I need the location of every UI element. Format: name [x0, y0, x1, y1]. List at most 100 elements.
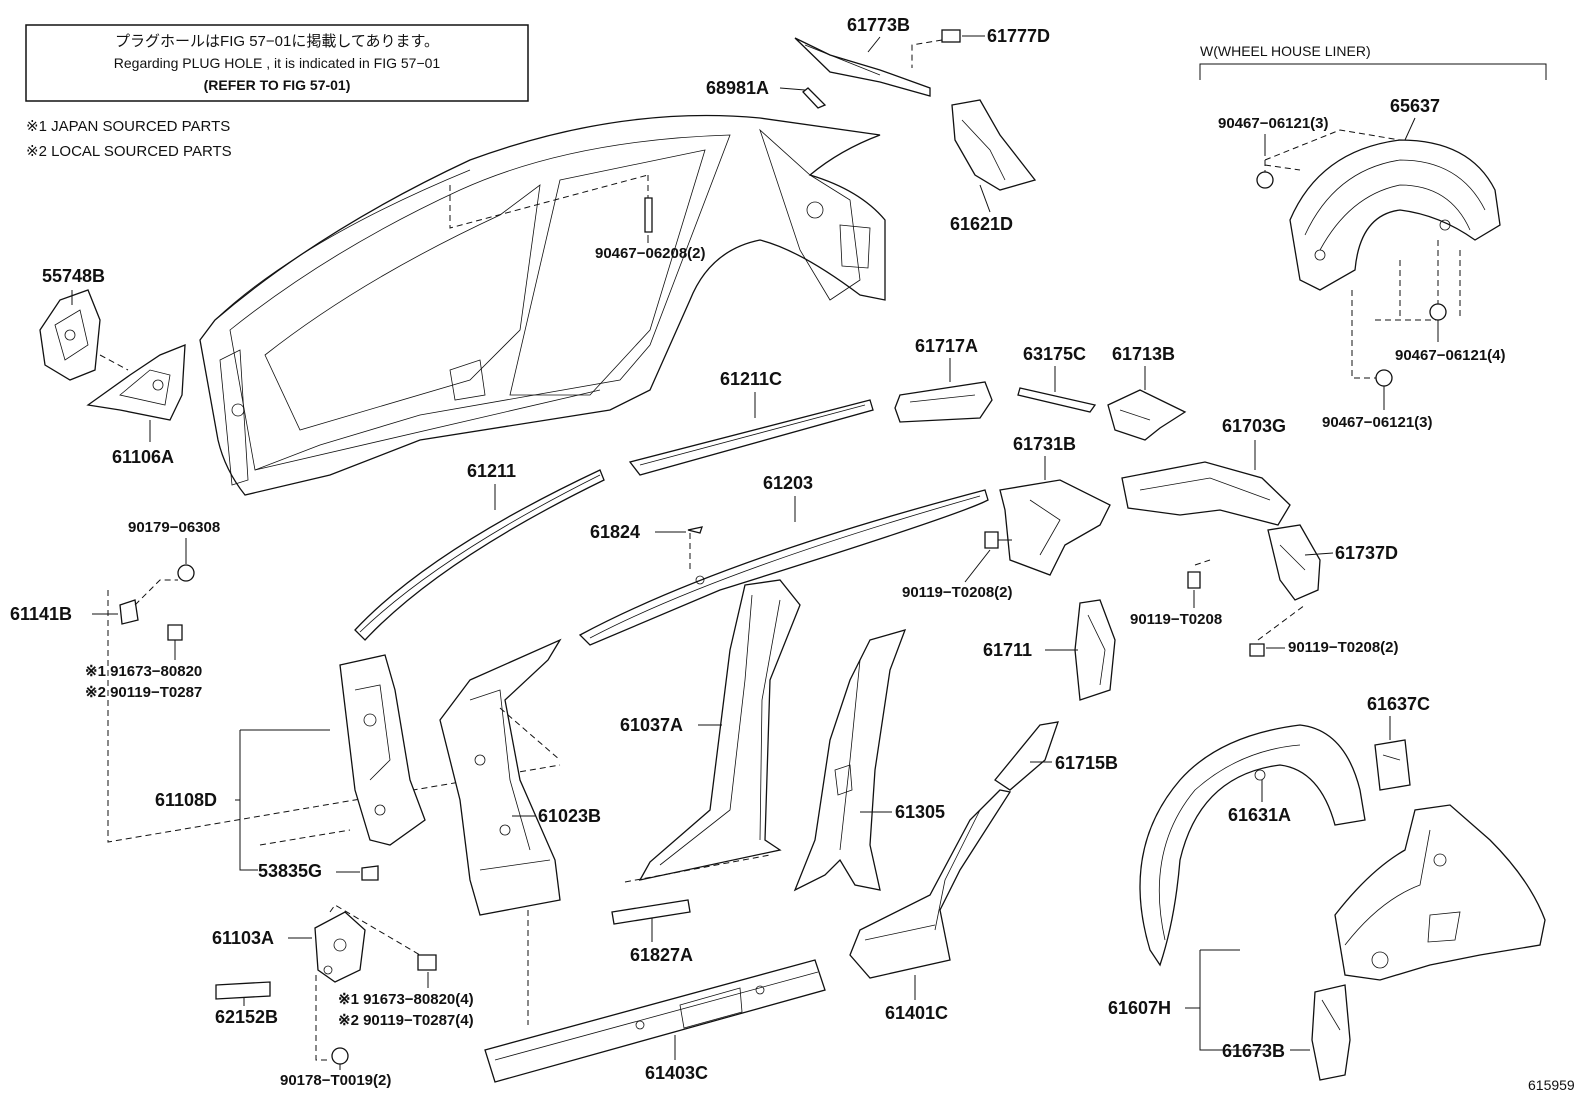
part-61621d-drawing: [951, 99, 1037, 191]
part-61827a-drawing: [611, 899, 691, 925]
label-68981a: 68981A: [706, 78, 769, 98]
label-61037a: 61037A: [620, 715, 683, 735]
label-61401c: 61401C: [885, 1003, 948, 1023]
legend-local-sourced: ※2 LOCAL SOURCED PARTS: [26, 143, 232, 160]
leader-61108d-bracket: [235, 729, 330, 871]
label-61106a: 61106A: [112, 447, 174, 467]
label-61703g: 61703G: [1222, 416, 1286, 436]
part-61777d-drawing: [941, 29, 961, 43]
part-61731b-drawing: [999, 479, 1111, 576]
label-90467-06208: 90467−06208(2): [595, 245, 706, 262]
label-61711: 61711: [983, 640, 1032, 660]
label-61023b: 61023B: [538, 806, 601, 826]
part-90467-06121-nut-drawing: [1256, 171, 1274, 189]
part-90179-06308-drawing: [177, 564, 195, 582]
part-61703g-drawing: [1121, 461, 1291, 526]
notice-line-2: Regarding PLUG HOLE , it is indicated in…: [114, 55, 441, 71]
label-90119-t0287: ※2 90119−T0287: [85, 684, 202, 701]
leader-61773b: [867, 36, 881, 53]
part-90467-06121-nut-3-drawing: [1375, 369, 1393, 387]
dashed-90178: [315, 975, 330, 1061]
leader-61607h-bracket: [1185, 949, 1265, 1051]
label-61403c: 61403C: [645, 1063, 708, 1083]
wheel-house-liner-bracket: W(WHEEL HOUSE LINER): [1199, 43, 1547, 80]
part-61713b-drawing: [1107, 389, 1187, 441]
label-90119-t0208: 90119−T0208: [1130, 611, 1222, 628]
dashed-61037a-61827a: [624, 854, 771, 883]
label-61717a: 61717A: [915, 336, 978, 356]
part-61108d-drawing: [339, 654, 426, 846]
label-91673-80820: ※1 91673−80820: [85, 663, 202, 680]
part-61203-drawing: [578, 489, 989, 646]
label-61203: 61203: [763, 473, 813, 493]
part-61403c-drawing: [484, 959, 826, 1083]
leader-65637: [1404, 117, 1416, 141]
label-61737d: 61737D: [1335, 543, 1398, 563]
part-91673-80820-bolt-drawing: [167, 624, 183, 641]
label-61673b: 61673B: [1222, 1041, 1285, 1061]
dashed-61023b-1: [499, 707, 561, 761]
part-61737d-drawing: [1267, 524, 1321, 601]
label-63175c: 63175C: [1023, 344, 1086, 364]
label-61637c: 61637C: [1367, 694, 1430, 714]
figure-id: 615959: [1528, 1077, 1575, 1093]
leader-90119-t0208-pair-a: [964, 549, 991, 583]
label-90179-06308: 90179−06308: [128, 519, 220, 536]
part-61711-drawing: [1074, 599, 1116, 701]
notice-line-3: (REFER TO FIG 57-01): [204, 77, 351, 93]
label-91673-80820-4: ※1 91673−80820(4): [338, 991, 474, 1008]
label-61621d: 61621D: [950, 214, 1013, 234]
part-61717a-drawing: [894, 381, 993, 423]
label-90119-t0287-4: ※2 90119−T0287(4): [338, 1012, 474, 1029]
label-61108d: 61108D: [155, 790, 217, 810]
part-65637-wheel-house-liner-drawing: [1289, 139, 1501, 291]
leader-61621d: [979, 184, 991, 213]
notice-box: [25, 24, 529, 102]
label-90467-06121-3-top: 90467−06121(3): [1218, 115, 1329, 132]
part-61023b-drawing: [439, 638, 562, 916]
part-55748b-drawing: [39, 289, 101, 381]
part-90119-t0208-single-bolt-drawing: [1187, 559, 1211, 589]
part-61773b-drawing: [794, 37, 931, 97]
part-61637c-drawing: [1374, 739, 1411, 791]
part-61037a-drawing: [638, 579, 801, 881]
part-61141b-drawing: [107, 579, 561, 843]
label-90119-t0208-pair-b: 90119−T0208(2): [1288, 639, 1399, 656]
label-61607h: 61607H: [1108, 998, 1171, 1018]
part-68981a-drawing: [802, 87, 827, 109]
part-90119-t0208-pair-bolt-drawing: [1249, 604, 1306, 657]
label-61211c: 61211C: [720, 369, 782, 389]
part-90119-t0208-bolt-drawing: [984, 531, 1012, 549]
part-63175c-drawing: [1017, 387, 1097, 413]
label-61305: 61305: [895, 802, 945, 822]
notice-line-1: プラグホールはFIG 57−01に掲載してあります。: [115, 33, 439, 50]
label-61715b: 61715B: [1055, 753, 1118, 773]
part-61824-drawing: [687, 526, 703, 534]
part-90178-t0019-drawing: [331, 1047, 349, 1065]
part-53835g-drawing: [361, 865, 379, 881]
label-61211: 61211: [467, 461, 516, 481]
part-61631a-drawing: [1139, 724, 1366, 967]
part-61305-drawing: [793, 629, 907, 892]
legend-japan-sourced: ※1 JAPAN SOURCED PARTS: [26, 118, 230, 135]
part-61211-drawing: [354, 469, 605, 641]
label-61777d: 61777D: [987, 26, 1050, 46]
label-61631a: 61631A: [1228, 805, 1291, 825]
part-91673-80820-4-bolt-drawing: [417, 954, 437, 971]
label-61713b: 61713B: [1112, 344, 1175, 364]
side-panel-outer-drawing: [199, 114, 886, 496]
part-61715b-drawing: [994, 721, 1059, 791]
label-61141b: 61141B: [10, 604, 72, 624]
part-61106a-drawing: [86, 344, 186, 421]
leader-68981a: [779, 87, 806, 91]
part-90467-06208-drawing: [449, 174, 653, 233]
label-53835g: 53835G: [258, 861, 322, 881]
label-61827a: 61827A: [630, 945, 693, 965]
leader-61737d: [1304, 552, 1334, 556]
part-61103a-drawing: [314, 904, 421, 983]
plug-hole-notice: プラグホールはFIG 57−01に掲載してあります。 Regarding PLU…: [25, 24, 529, 102]
dashed-53835g: [259, 829, 351, 846]
part-61607h-drawing: [1334, 804, 1546, 981]
label-90178-t0019: 90178−T0019(2): [280, 1072, 391, 1089]
